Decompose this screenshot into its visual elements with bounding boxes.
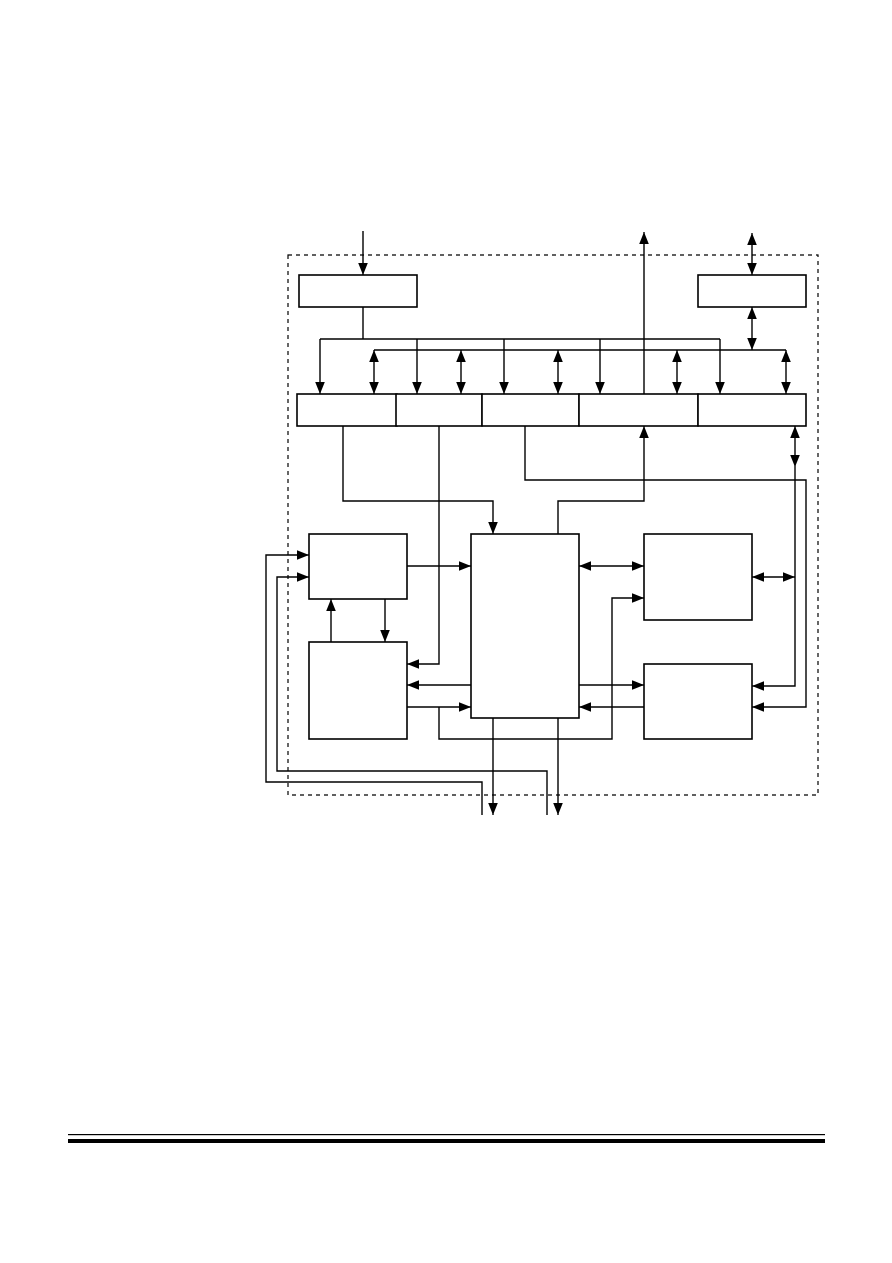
footer-rule-thin [68,1134,825,1136]
upper-bus-line [320,307,720,340]
bus-segment-3 [481,393,580,427]
footer-rule-thick [68,1139,825,1143]
block-left-upper [308,533,408,600]
segment5-to-right-lower [752,467,796,691]
bus-segment-4 [578,393,699,427]
segment3-to-right-lower [524,426,807,712]
loop-to-right-upper [438,593,644,740]
block-center [470,533,580,719]
block-top-left [298,274,418,308]
block-right-lower [643,663,753,740]
block-left-lower [308,641,408,740]
system-boundary [287,254,819,796]
bus-segment-2 [395,393,483,427]
feedback-loop-outer [265,550,483,815]
block-right-upper [643,533,753,621]
bus-segment-1 [296,393,398,427]
block-top-right [697,274,807,308]
center-to-segment4 [557,426,649,534]
feedback-loop-inner [276,572,548,815]
segment2-to-left-lower [407,426,440,669]
segment1-to-center [342,426,498,534]
bus-segment-5 [697,393,807,427]
